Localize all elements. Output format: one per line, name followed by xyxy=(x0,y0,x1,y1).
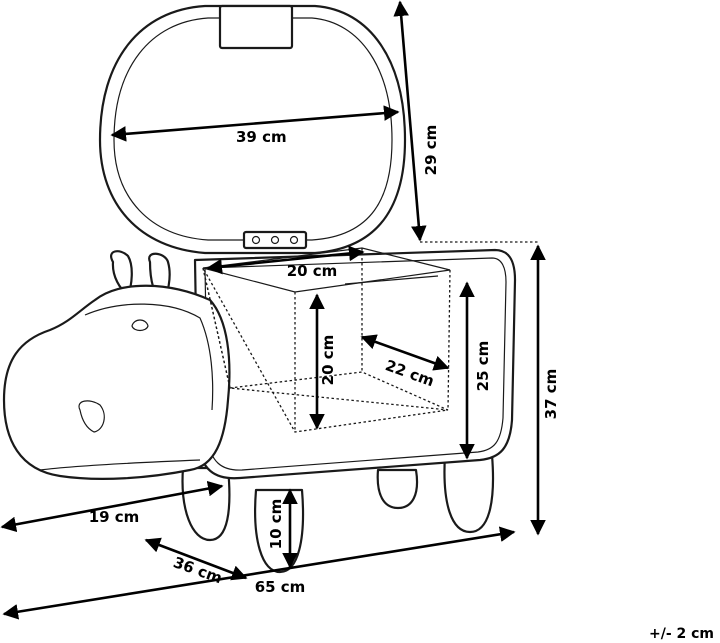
label-total-height: 37 cm xyxy=(542,369,560,420)
dimension-lines xyxy=(0,0,546,620)
label-total-length: 65 cm xyxy=(255,578,306,596)
label-inner-width: 20 cm xyxy=(287,262,338,280)
label-body-height: 25 cm xyxy=(474,341,492,392)
label-inner-height: 20 cm xyxy=(319,335,337,386)
tolerance-note: +/- 2 cm xyxy=(649,626,714,642)
label-leg-height: 10 cm xyxy=(267,499,285,550)
label-head-length: 19 cm xyxy=(89,508,140,526)
hinge xyxy=(242,230,308,250)
label-lid-height: 29 cm xyxy=(422,125,440,176)
hippo-body xyxy=(193,247,517,480)
hippo-head xyxy=(2,250,231,480)
lid-tag xyxy=(218,4,294,50)
label-lid-width: 39 cm xyxy=(236,128,287,146)
